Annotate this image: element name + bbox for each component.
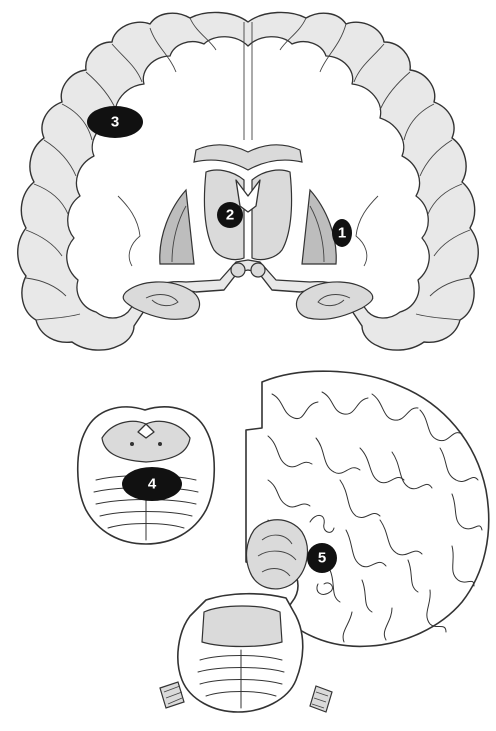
cerebellar-hemisphere-lobe: [247, 520, 308, 589]
sagittal-section: [160, 371, 489, 712]
label-badge-5: 5: [307, 543, 337, 573]
label-4-text: 4: [148, 476, 157, 493]
label-1-text: 1: [338, 225, 346, 242]
label-5-text: 5: [318, 550, 326, 567]
label-badge-2: 2: [217, 202, 243, 228]
label-badge-3: 3: [87, 106, 143, 138]
label-3-text: 3: [111, 114, 119, 131]
label-2-text: 2: [226, 207, 234, 224]
nerve-stump-left: [160, 682, 184, 708]
label-badge-4: 4: [122, 467, 182, 501]
nerve-stump-right: [310, 686, 332, 712]
fourth-ventricle-floor: [202, 606, 282, 647]
label-badge-1: 1: [332, 219, 352, 247]
coronal-section: [18, 12, 479, 350]
